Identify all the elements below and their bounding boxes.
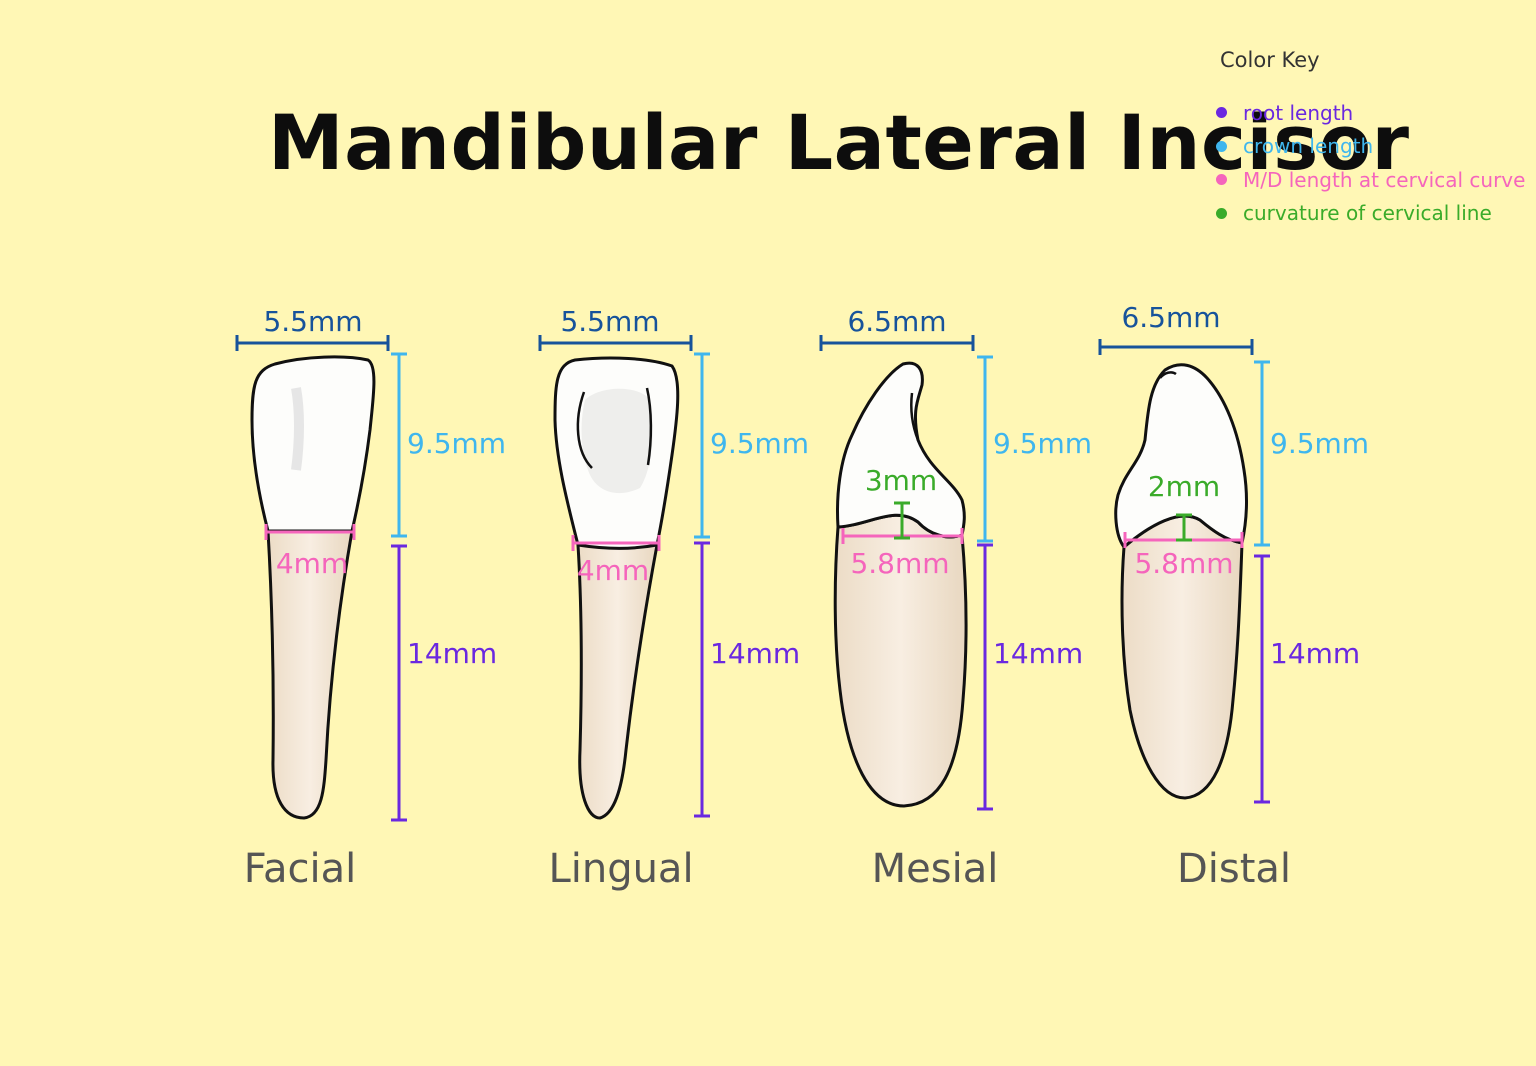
facial-width-label: 5.5mm bbox=[263, 305, 362, 338]
mesial-root-dimension bbox=[977, 543, 993, 811]
lingual-root-label: 14mm bbox=[710, 637, 800, 670]
mesial-crown-dimension bbox=[977, 355, 993, 543]
key-label-md-length: M/D length at cervical curve bbox=[1243, 167, 1526, 192]
distal-curvature-dimension bbox=[1176, 513, 1192, 542]
key-label-root-length: root length bbox=[1243, 100, 1354, 125]
facial-root bbox=[266, 529, 354, 820]
root-length-dot-icon bbox=[1216, 107, 1227, 119]
mesial-crown-contour bbox=[910, 392, 920, 441]
lingual-cervical-label: 4mm bbox=[577, 554, 649, 587]
mesial-width-label: 6.5mm bbox=[847, 305, 946, 338]
distal-curvature-label: 2mm bbox=[1148, 470, 1220, 503]
lingual-root-dimension bbox=[694, 541, 710, 818]
mesial-width-dimension bbox=[819, 335, 975, 351]
distal-crown bbox=[1114, 363, 1248, 550]
lingual-marginal-ridge-left bbox=[576, 391, 593, 469]
cervical-curvature-dot-icon bbox=[1216, 207, 1227, 219]
key-label-crown-length: crown length bbox=[1243, 134, 1374, 159]
distal-root-dimension bbox=[1254, 554, 1270, 804]
mesial-curvature-dimension bbox=[894, 501, 910, 540]
distal-cervical-label: 5.8mm bbox=[1134, 547, 1233, 580]
color-key-title: Color Key bbox=[1220, 48, 1320, 72]
lingual-crown-label: 9.5mm bbox=[710, 427, 809, 460]
facial-view: 5.5mm 9.5mm 14mm 4mm bbox=[235, 305, 506, 822]
key-item-crown-length: crown length bbox=[1212, 130, 1532, 164]
facial-crown-shade bbox=[291, 387, 304, 471]
distal-root-label: 14mm bbox=[1270, 637, 1360, 670]
color-key: Color Key root length crown length M/D l… bbox=[1212, 48, 1532, 230]
distal-crown-contour bbox=[1159, 371, 1177, 379]
key-label-cervical-curvature: curvature of cervical line bbox=[1243, 201, 1492, 226]
lingual-root bbox=[576, 543, 659, 820]
distal-crown-label: 9.5mm bbox=[1270, 427, 1369, 460]
distal-width-dimension bbox=[1098, 339, 1254, 355]
lingual-view-label: Lingual bbox=[548, 846, 694, 892]
facial-root-label: 14mm bbox=[407, 637, 497, 670]
facial-view-label: Facial bbox=[243, 846, 357, 892]
mesial-root-label: 14mm bbox=[993, 637, 1083, 670]
lingual-fossa bbox=[581, 388, 653, 494]
key-item-md-length: M/D length at cervical curve bbox=[1212, 163, 1532, 197]
distal-view-label: Distal bbox=[1176, 846, 1292, 892]
facial-crown-dimension bbox=[391, 352, 407, 538]
distal-width-label: 6.5mm bbox=[1121, 301, 1220, 334]
mesial-cervical-label: 5.8mm bbox=[850, 547, 949, 580]
facial-cervical-dimension bbox=[264, 524, 356, 540]
facial-crown-label: 9.5mm bbox=[407, 427, 506, 460]
mesial-view-label: Mesial bbox=[871, 846, 999, 892]
md-length-dot-icon bbox=[1216, 174, 1227, 186]
lingual-width-dimension bbox=[538, 335, 693, 351]
facial-root-dimension bbox=[391, 544, 407, 822]
mesial-view: 6.5mm 9.5mm 14mm 5.8mm 3mm bbox=[819, 305, 1092, 811]
lingual-view: 5.5mm 9.5mm 14mm 4mm bbox=[538, 305, 809, 820]
mesial-curvature-label: 3mm bbox=[865, 464, 937, 497]
crown-length-dot-icon bbox=[1216, 140, 1227, 152]
distal-crown-dimension bbox=[1254, 360, 1270, 547]
distal-view: 6.5mm 9.5mm 14mm 5.8mm 2mm bbox=[1098, 301, 1369, 804]
key-item-cervical-curvature: curvature of cervical line bbox=[1212, 197, 1532, 231]
facial-width-dimension bbox=[235, 335, 390, 351]
lingual-crown-dimension bbox=[694, 352, 710, 539]
lingual-width-label: 5.5mm bbox=[560, 305, 659, 338]
facial-cervical-label: 4mm bbox=[276, 547, 348, 580]
lingual-marginal-ridge-right bbox=[645, 387, 653, 466]
mesial-crown-label: 9.5mm bbox=[993, 427, 1092, 460]
lingual-cervical-dimension bbox=[571, 535, 661, 551]
key-item-root-length: root length bbox=[1212, 96, 1532, 130]
facial-crown bbox=[250, 355, 376, 533]
